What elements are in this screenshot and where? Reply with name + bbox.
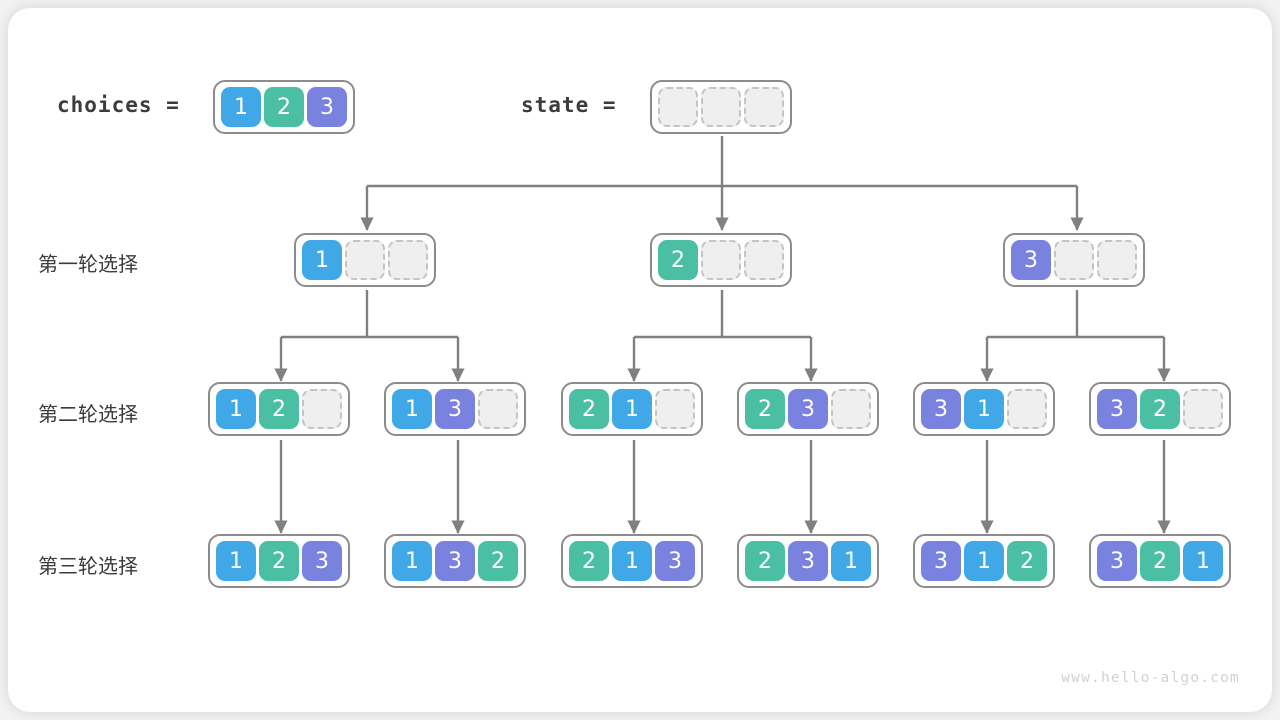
array-cell-empty xyxy=(1007,389,1047,429)
row-label-round-1: 第一轮选择 xyxy=(38,252,138,276)
array-cell-filled: 3 xyxy=(655,541,695,581)
array-cell-empty xyxy=(744,87,784,127)
array-cell-filled: 2 xyxy=(259,389,299,429)
array-cell-empty xyxy=(345,240,385,280)
array-cell-filled: 2 xyxy=(1140,389,1180,429)
state-label: state = xyxy=(521,93,617,117)
array-cell-filled: 1 xyxy=(302,240,342,280)
array-cell-filled: 3 xyxy=(788,541,828,581)
row-label-round-3: 第三轮选择 xyxy=(38,554,138,578)
array-cell-filled: 2 xyxy=(569,541,609,581)
array-cell-empty xyxy=(1097,240,1137,280)
array-cell-empty xyxy=(1054,240,1094,280)
array-cell-empty xyxy=(701,87,741,127)
array-cell-filled: 1 xyxy=(392,389,432,429)
array-cell-filled: 3 xyxy=(435,541,475,581)
array-cell-filled: 1 xyxy=(216,541,256,581)
array-cell-filled: 3 xyxy=(307,87,347,127)
state-node-r1-c3[interactable]: 3 xyxy=(1003,233,1145,287)
array-cell-filled: 1 xyxy=(216,389,256,429)
array-cell-empty xyxy=(701,240,741,280)
array-cell-filled: 2 xyxy=(569,389,609,429)
array-cell-filled: 1 xyxy=(221,87,261,127)
array-cell-filled: 3 xyxy=(1097,541,1137,581)
array-cell-filled: 2 xyxy=(259,541,299,581)
watermark: www.hello-algo.com xyxy=(1061,670,1240,686)
array-cell-filled: 3 xyxy=(302,541,342,581)
array-cell-filled: 2 xyxy=(745,541,785,581)
diagram-card xyxy=(8,8,1272,712)
array-cell-empty xyxy=(302,389,342,429)
array-cell-filled: 3 xyxy=(788,389,828,429)
array-cell-filled: 2 xyxy=(478,541,518,581)
row-label-round-2: 第二轮选择 xyxy=(38,402,138,426)
array-cell-empty xyxy=(658,87,698,127)
array-cell-empty xyxy=(1183,389,1223,429)
array-cell-empty xyxy=(744,240,784,280)
state-array[interactable] xyxy=(650,80,792,134)
array-cell-empty xyxy=(655,389,695,429)
array-cell-filled: 1 xyxy=(964,389,1004,429)
array-cell-filled: 2 xyxy=(1007,541,1047,581)
array-cell-filled: 1 xyxy=(612,541,652,581)
array-cell-filled: 1 xyxy=(392,541,432,581)
choices-label: choices = xyxy=(57,93,180,117)
array-cell-filled: 1 xyxy=(612,389,652,429)
array-cell-empty xyxy=(478,389,518,429)
array-cell-filled: 3 xyxy=(921,541,961,581)
array-cell-filled: 2 xyxy=(658,240,698,280)
array-cell-filled: 3 xyxy=(921,389,961,429)
array-cell-filled: 3 xyxy=(435,389,475,429)
array-cell-filled: 1 xyxy=(831,541,871,581)
array-cell-filled: 3 xyxy=(1011,240,1051,280)
array-cell-filled: 2 xyxy=(264,87,304,127)
array-cell-filled: 3 xyxy=(1097,389,1137,429)
state-node-r1-c2[interactable]: 2 xyxy=(650,233,792,287)
array-cell-filled: 2 xyxy=(1140,541,1180,581)
array-cell-filled: 1 xyxy=(1183,541,1223,581)
array-cell-filled: 1 xyxy=(964,541,1004,581)
array-cell-empty xyxy=(831,389,871,429)
state-node-r1-c1[interactable]: 1 xyxy=(294,233,436,287)
array-cell-empty xyxy=(388,240,428,280)
array-cell-filled: 2 xyxy=(745,389,785,429)
